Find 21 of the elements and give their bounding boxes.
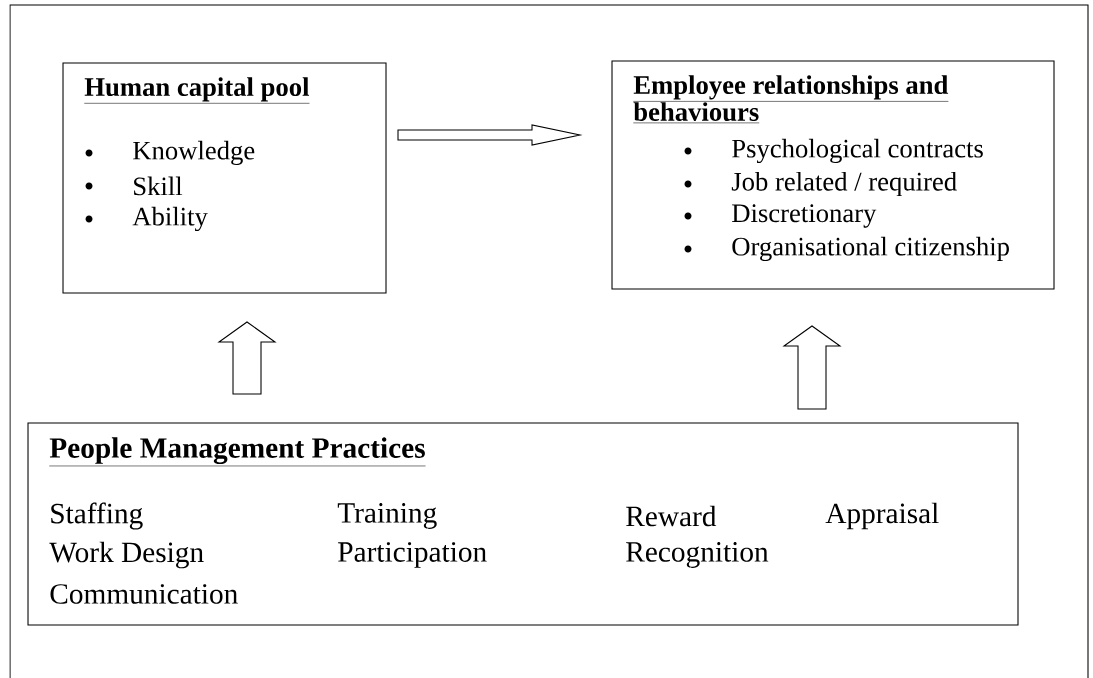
box-heading: Employee relationships and behaviours bbox=[633, 75, 949, 124]
block-arrow bbox=[397, 124, 583, 146]
bullet-item: Knowledge bbox=[133, 140, 255, 166]
bullet-item: Ability bbox=[132, 206, 208, 232]
box-heading: People Management Practices bbox=[49, 437, 426, 467]
block-arrow bbox=[217, 321, 277, 395]
practice-item: Recognition bbox=[626, 542, 769, 568]
box-heading: Human capital pool bbox=[84, 77, 310, 104]
bullet-item: Psychological contracts bbox=[732, 138, 983, 164]
practice-item: Communication bbox=[50, 584, 238, 604]
bullet-item: Job related / required bbox=[731, 171, 957, 197]
bullet-item: Discretionary bbox=[732, 204, 877, 228]
practice-item: Reward bbox=[626, 505, 717, 527]
bullet-item: Skill bbox=[134, 176, 183, 196]
block-arrow bbox=[782, 325, 842, 410]
practice-item: Appraisal bbox=[825, 502, 939, 530]
practice-item: Training bbox=[337, 503, 437, 529]
practice-item: Participation bbox=[338, 542, 487, 568]
practice-item: Staffing bbox=[51, 502, 143, 530]
bullet-item: Organisational citizenship bbox=[732, 236, 1009, 262]
practice-item: Work Design bbox=[49, 541, 204, 569]
